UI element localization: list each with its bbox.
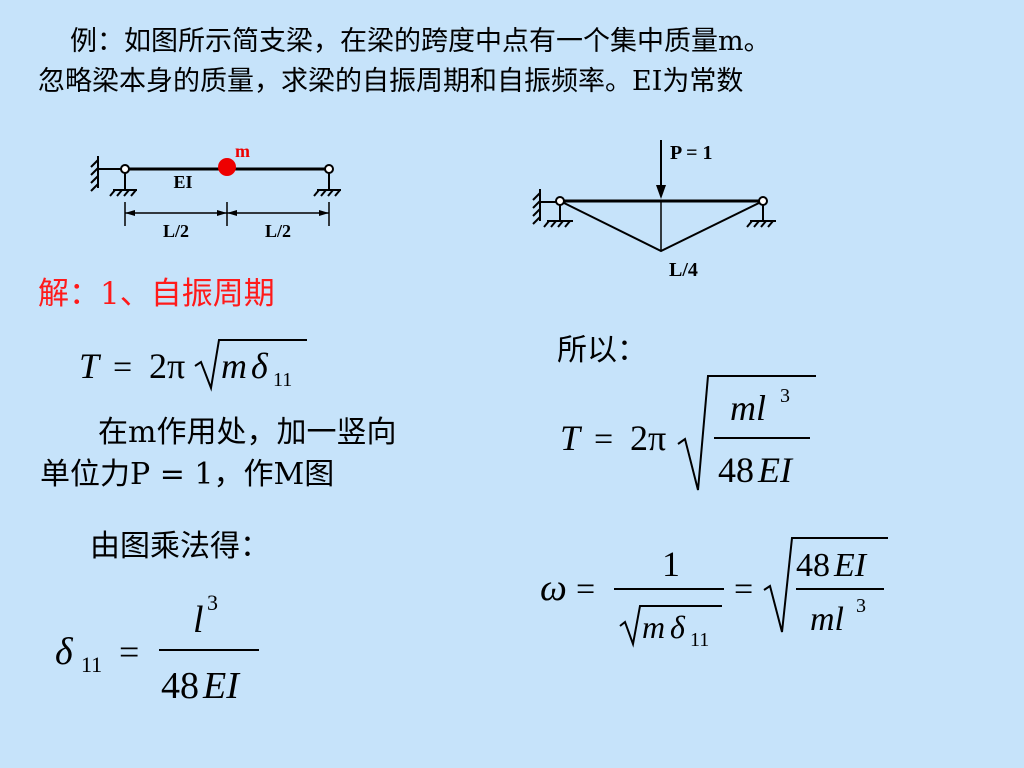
formula-period-general: T = 2π m δ 11	[79, 339, 307, 392]
svg-text:δ: δ	[55, 631, 74, 673]
svg-text:=: =	[113, 349, 132, 386]
formula-omega: ω = 1 m δ 11 = 48 EI ml 3	[540, 537, 888, 651]
beam-figure: m EI L/2 L/2	[90, 141, 341, 241]
problem-line-2: 忽略梁本身的质量，求梁的自振周期和自振频率。EI为常数	[38, 66, 744, 97]
svg-text:3: 3	[207, 590, 218, 615]
solution-heading: 解：1、自振周期	[38, 276, 275, 312]
formula-delta11: δ 11 = l 3 48 EI	[55, 590, 259, 707]
ei-label: EI	[173, 172, 192, 192]
radical-sign	[763, 537, 888, 633]
mass-dot	[218, 158, 236, 176]
radical-sign	[194, 339, 307, 392]
left-hinge	[120, 164, 130, 174]
svg-text:ω: ω	[540, 567, 567, 609]
load-label: P = 1	[670, 142, 713, 164]
svg-text:δ: δ	[251, 346, 269, 386]
svg-text:=: =	[576, 571, 595, 608]
svg-text:m: m	[221, 346, 247, 386]
span-right-label: L/2	[265, 221, 291, 241]
radical-sign	[677, 375, 816, 491]
unit-force-line-1: 在m作用处，加一竖向	[98, 415, 397, 450]
svg-text:ml: ml	[810, 601, 844, 638]
svg-text:48: 48	[718, 450, 754, 490]
therefore-text: 所以：	[557, 333, 647, 368]
left-hinge	[555, 196, 565, 206]
formula-period-result: T = 2π ml 3 48 EI	[560, 375, 816, 491]
svg-text:l: l	[193, 599, 204, 641]
svg-text:=: =	[119, 632, 139, 672]
svg-text:11: 11	[273, 369, 292, 391]
svg-text:m: m	[642, 609, 665, 645]
graph-mult-text: 由图乘法得：	[90, 529, 270, 564]
svg-text:11: 11	[81, 652, 102, 677]
svg-text:EI: EI	[833, 547, 868, 584]
unit-force-paragraph: 在m作用处，加一竖向 单位力P = 1，作M图	[40, 412, 396, 496]
problem-statement: 例：如图所示简支梁，在梁的跨度中点有一个集中质量m。 忽略梁本身的质量，求梁的自…	[38, 22, 998, 102]
svg-text:11: 11	[690, 629, 709, 651]
svg-text:3: 3	[856, 595, 866, 617]
svg-text:2π: 2π	[149, 346, 185, 386]
radical-sign	[619, 605, 722, 648]
svg-text:=: =	[594, 421, 613, 458]
problem-line-1: 例：如图所示简支梁，在梁的跨度中点有一个集中质量m。	[70, 26, 771, 57]
right-hinge	[758, 196, 768, 206]
svg-text:ml: ml	[730, 388, 766, 428]
right-hinge	[324, 164, 334, 174]
svg-text:EI: EI	[202, 665, 241, 707]
moment-diagram: P = 1 L/4	[532, 140, 776, 281]
svg-text:δ: δ	[670, 609, 686, 645]
svg-text:EI: EI	[757, 450, 794, 490]
svg-text:2π: 2π	[630, 418, 666, 458]
peak-label: L/4	[669, 259, 698, 281]
mass-label: m	[235, 141, 250, 161]
svg-text:=: =	[734, 571, 753, 608]
unit-force-line-2: 单位力P = 1，作M图	[40, 457, 335, 492]
svg-text:T: T	[79, 346, 102, 386]
svg-text:48: 48	[796, 547, 830, 584]
svg-text:48: 48	[161, 665, 199, 707]
svg-text:3: 3	[780, 385, 790, 407]
svg-text:T: T	[560, 418, 583, 458]
span-left-label: L/2	[163, 221, 189, 241]
svg-text:1: 1	[662, 544, 680, 584]
